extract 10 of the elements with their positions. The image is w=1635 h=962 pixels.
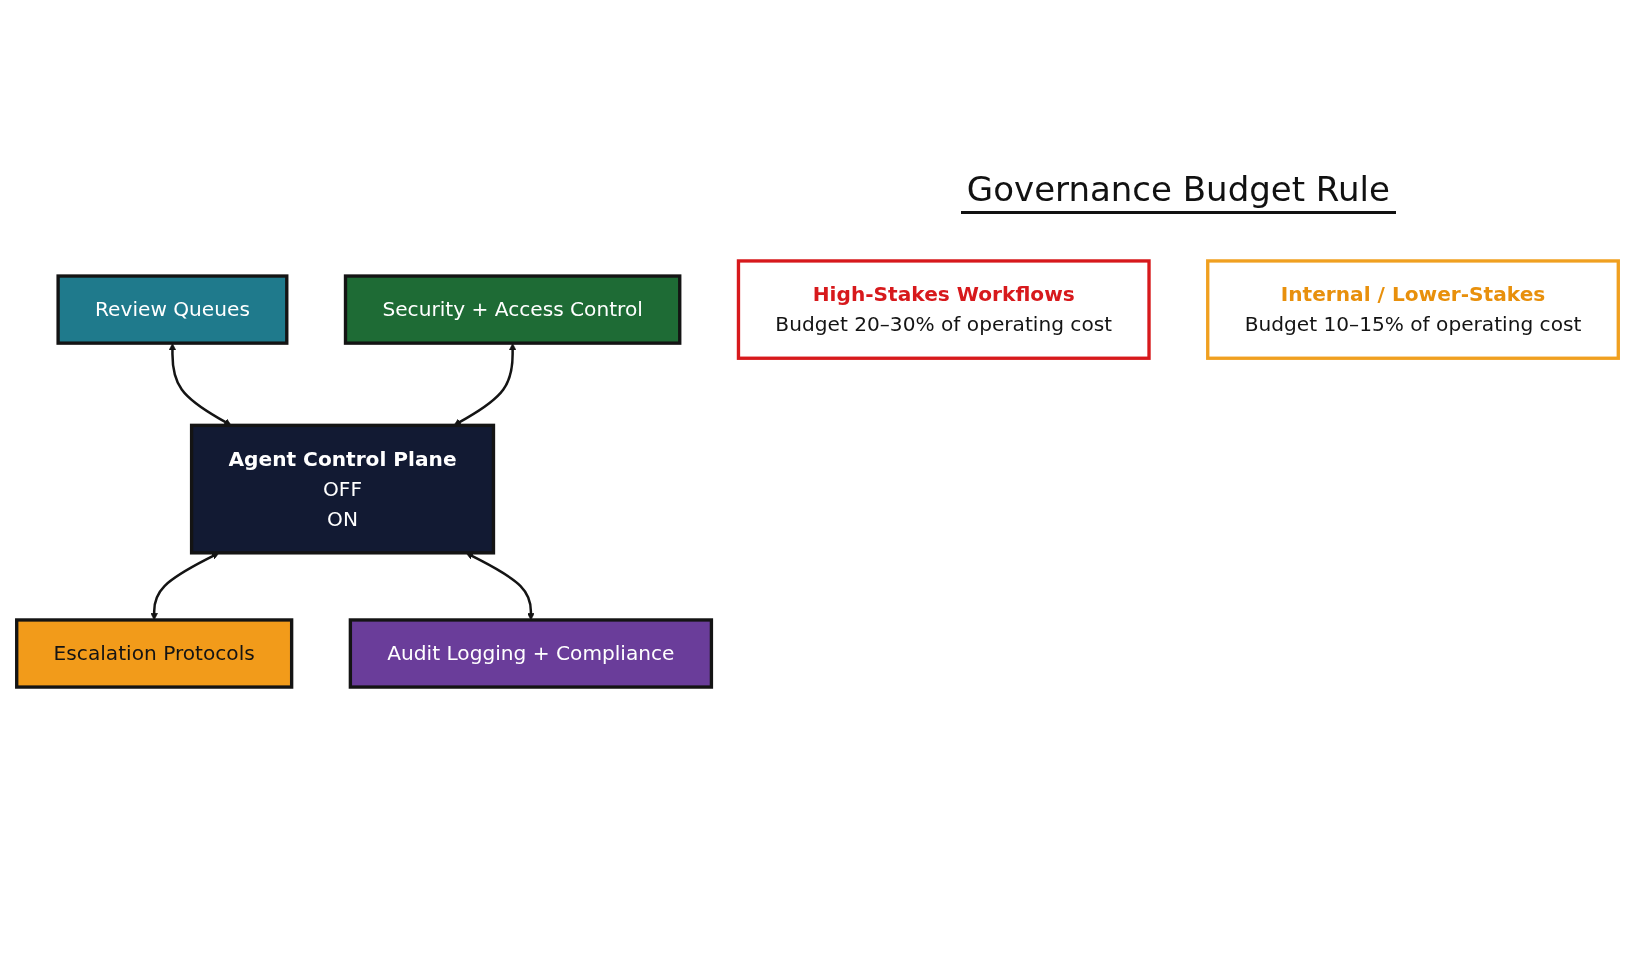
node-box: High-Stakes Workflows Budget 20–30% of operating cost (736, 259, 1151, 360)
node-box: Audit Logging + Compliance (348, 618, 714, 689)
node-box: Review Queues (56, 274, 289, 345)
node-box: Escalation Protocols (15, 618, 294, 689)
arrow (453, 343, 517, 426)
node-box: Agent Control Plane OFF ON (189, 423, 496, 555)
node-box: Internal / Lower-Stakes Budget 10–15% of operating cost (1206, 259, 1620, 360)
section-heading: Governance Budget Rule (960, 169, 1396, 215)
arrow (168, 343, 232, 426)
node-box: Security + Access Control (343, 274, 682, 345)
